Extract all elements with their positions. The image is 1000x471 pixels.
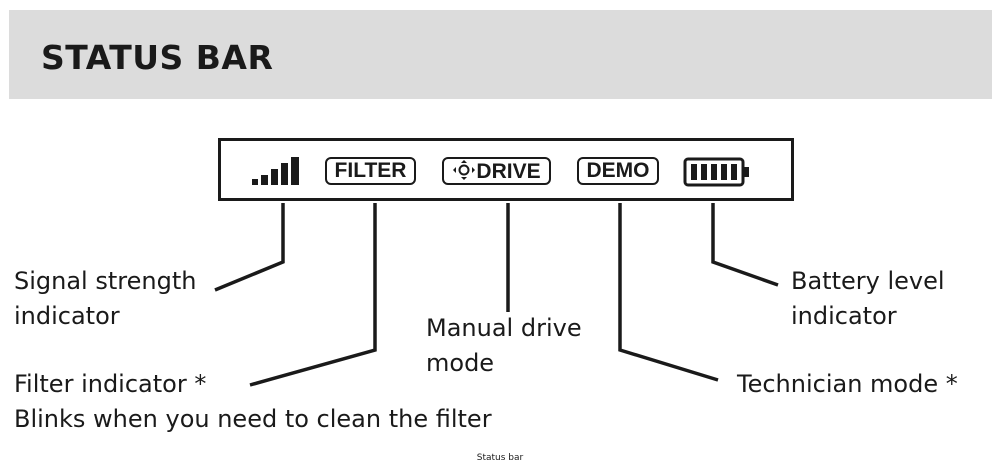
battery-icon	[683, 157, 749, 187]
battery-level-label: Battery level indicator	[791, 267, 945, 330]
battery-leader-line	[711, 203, 779, 287]
technician-mode-label: Technician mode *	[737, 370, 958, 398]
filter-indicator-label: Filter indicator * Blinks when you need …	[14, 370, 492, 433]
page-title: STATUS BAR	[41, 38, 274, 77]
technician-leader-line	[618, 203, 719, 382]
filter-indicator-chip: FILTER	[325, 157, 416, 185]
signal-strength-icon	[252, 157, 299, 185]
filter-chip-label: FILTER	[334, 159, 407, 182]
status-bar-frame	[218, 138, 794, 201]
drive-chip-label: DRIVE	[476, 160, 541, 183]
technician-mode-chip: DEMO	[577, 157, 659, 185]
manual-drive-label: Manual drive mode	[426, 314, 582, 377]
manual-drive-chip: DRIVE	[442, 157, 551, 185]
signal-strength-label: Signal strength indicator	[14, 267, 197, 330]
manual-drive-icon	[453, 160, 476, 180]
demo-chip-label: DEMO	[586, 159, 650, 182]
signal-leader-line	[214, 203, 285, 292]
header-banner: STATUS BAR	[9, 10, 992, 99]
figure-caption: Status bar	[476, 453, 524, 463]
filter-leader-line	[249, 203, 377, 387]
